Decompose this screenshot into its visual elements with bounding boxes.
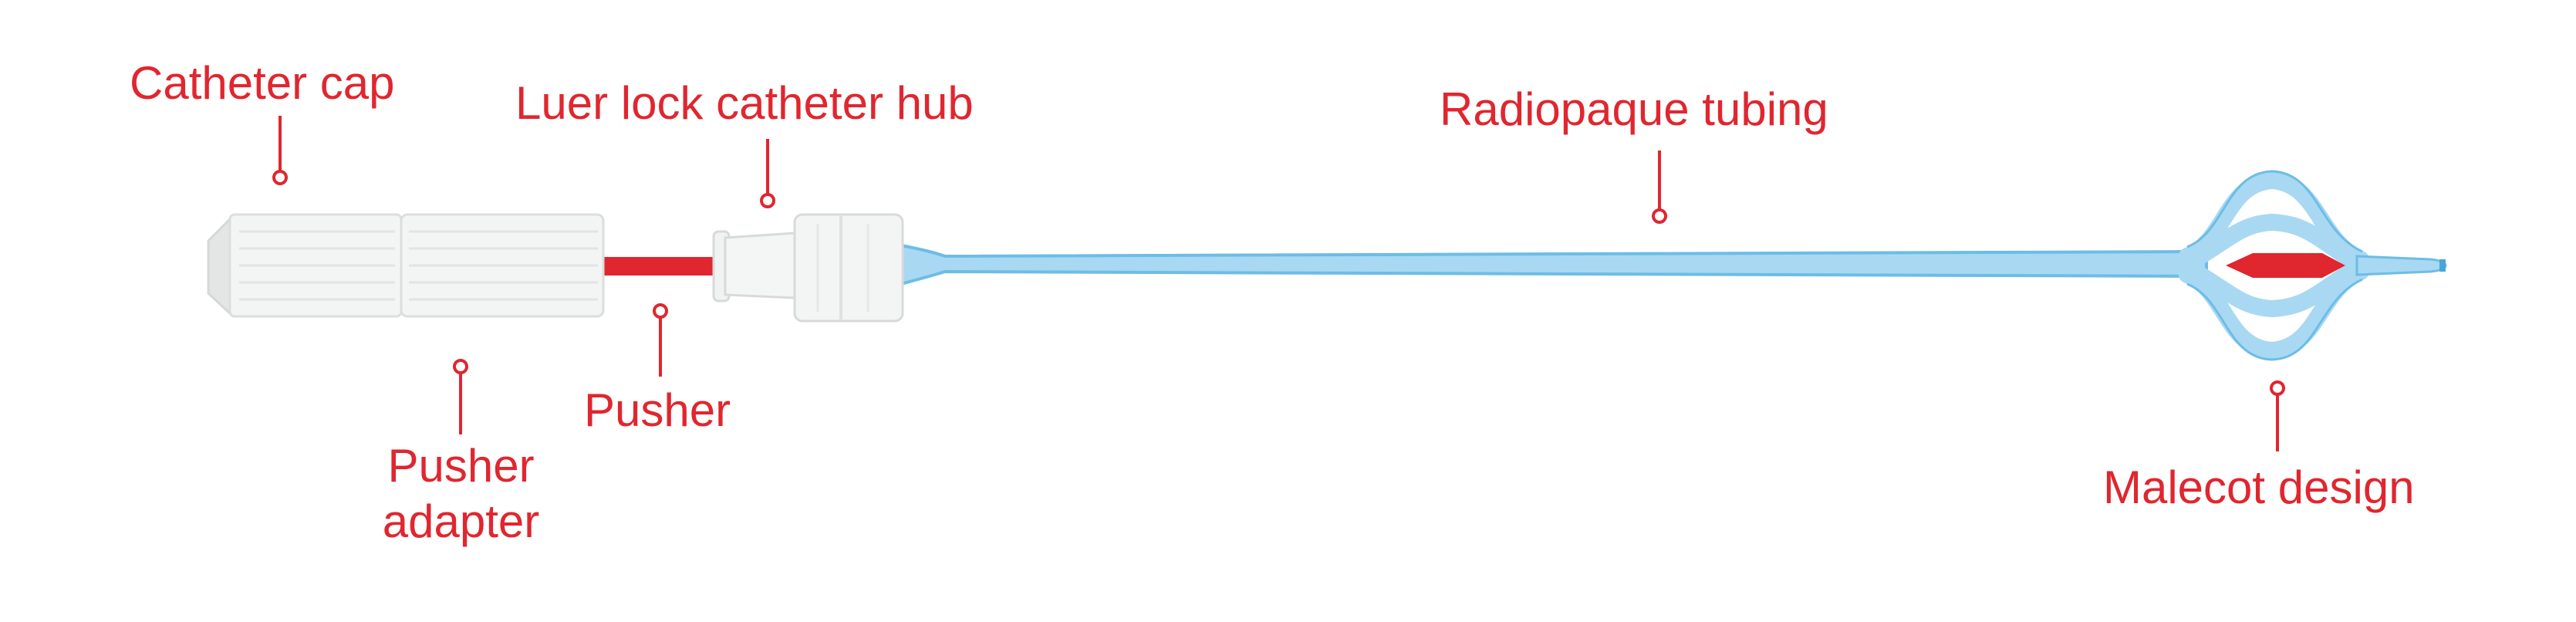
label-luer-lock-hub: Luer lock catheter hub <box>515 77 974 129</box>
label-pusher-adapter: Pusher adapter <box>370 438 552 549</box>
leader-luer-hub <box>760 139 775 208</box>
leader-catheter-cap <box>272 116 288 185</box>
label-pusher-adapter-line1: Pusher <box>387 440 535 492</box>
malecot-wing-inner-bottom <box>2186 262 2362 318</box>
leader-pusher <box>653 303 668 377</box>
leader-radiopaque-tubing <box>1652 150 1667 224</box>
catheter-cap <box>207 213 403 318</box>
malecot-outlines <box>2186 170 2363 361</box>
malecot-wing-outer-top <box>2179 171 2369 268</box>
label-pusher-adapter-line2: adapter <box>382 495 540 547</box>
malecot-inner-pusher <box>2226 253 2345 278</box>
hub-barrel <box>724 232 796 299</box>
leader-malecot <box>2270 380 2285 451</box>
luer-lock-hub <box>712 213 904 323</box>
label-radiopaque-tubing: Radiopaque tubing <box>1440 83 1828 135</box>
leaders <box>272 116 2285 451</box>
cap-nose <box>207 215 233 318</box>
malecot-wing-inner-top <box>2186 213 2362 269</box>
tubing-flare <box>900 243 2208 286</box>
label-pusher: Pusher <box>584 384 731 436</box>
malecot <box>2179 171 2369 360</box>
pusher-rod <box>602 257 717 276</box>
hub-body <box>793 213 904 323</box>
tip-end <box>2439 259 2446 272</box>
label-catheter-cap: Catheter cap <box>130 57 395 109</box>
pusher-adapter <box>400 213 605 318</box>
malecot-wing-outer-bottom <box>2179 263 2369 360</box>
tubing-tip <box>2355 255 2447 276</box>
leader-pusher-adapter <box>453 359 468 434</box>
label-malecot-design: Malecot design <box>2103 461 2415 513</box>
radiopaque-tubing <box>900 243 2208 286</box>
